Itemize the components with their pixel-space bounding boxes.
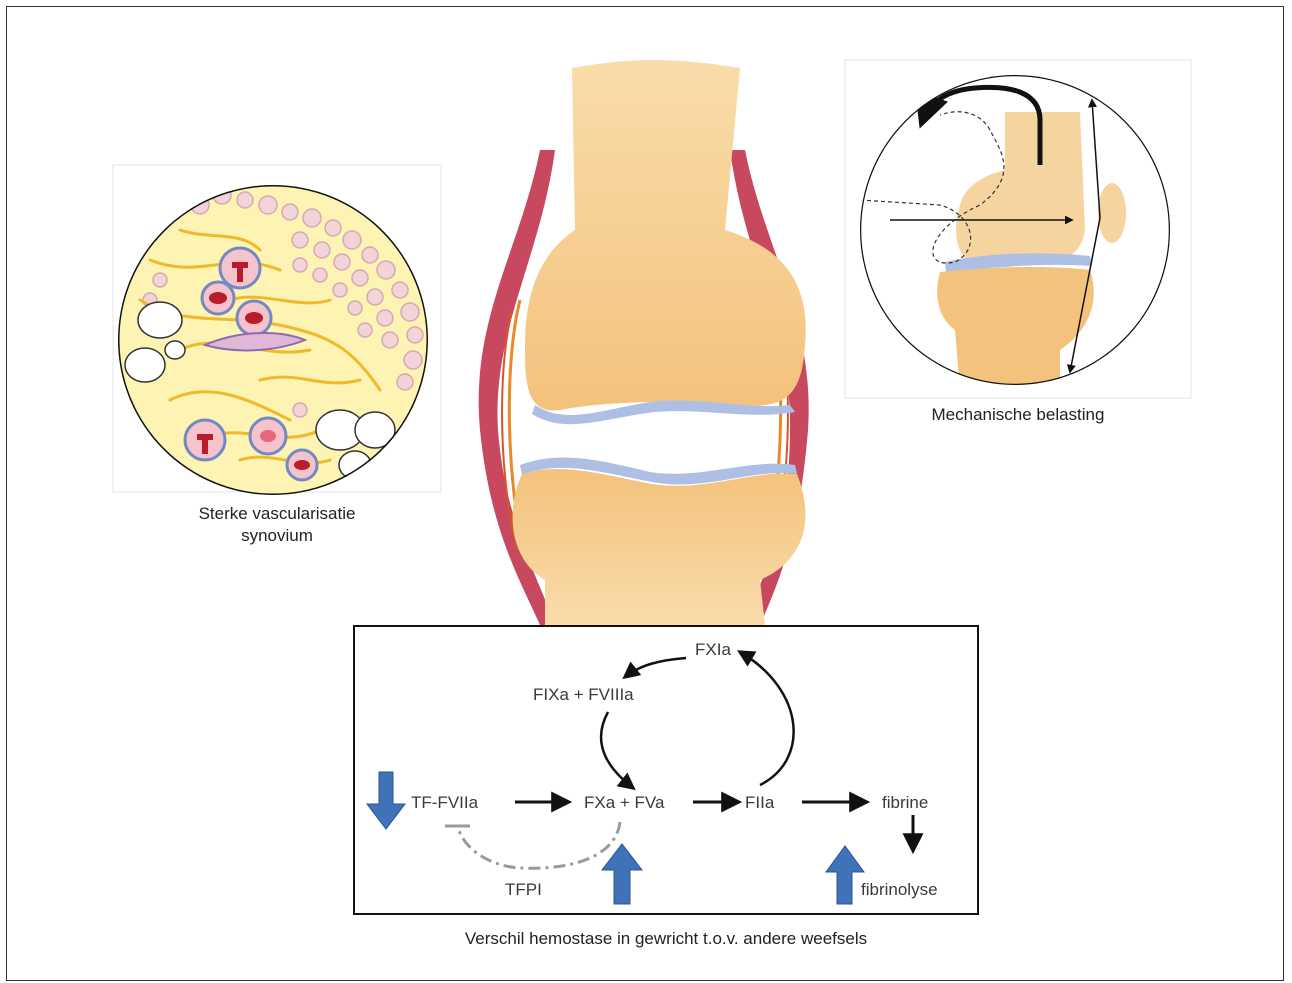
node-tf-fviia: TF-FVIIa — [411, 793, 479, 812]
synovium-caption-line1: Sterke vascularisatie — [113, 503, 441, 525]
node-fxia: FXIa — [695, 640, 731, 659]
node-fxa-fva: FXa + FVa — [584, 793, 665, 812]
synovium-caption: Sterke vascularisatie synovium — [113, 503, 441, 547]
pathway-caption: Verschil hemostase in gewricht t.o.v. an… — [354, 928, 978, 950]
lower-bone — [513, 469, 806, 625]
mechanical-caption: Mechanische belasting — [845, 404, 1191, 426]
hemostasis-pathway-box — [354, 626, 978, 914]
joint-illustration — [479, 60, 809, 625]
synovium-caption-line2: synovium — [113, 525, 441, 547]
synovium-detail — [118, 185, 428, 495]
node-fiia: FIIa — [745, 793, 775, 812]
node-fixa-fviiia: FIXa + FVIIIa — [533, 685, 634, 704]
node-tfpi: TFPI — [505, 880, 542, 899]
node-fibrinolyse: fibrinolyse — [861, 880, 938, 899]
node-fibrine: fibrine — [882, 793, 928, 812]
